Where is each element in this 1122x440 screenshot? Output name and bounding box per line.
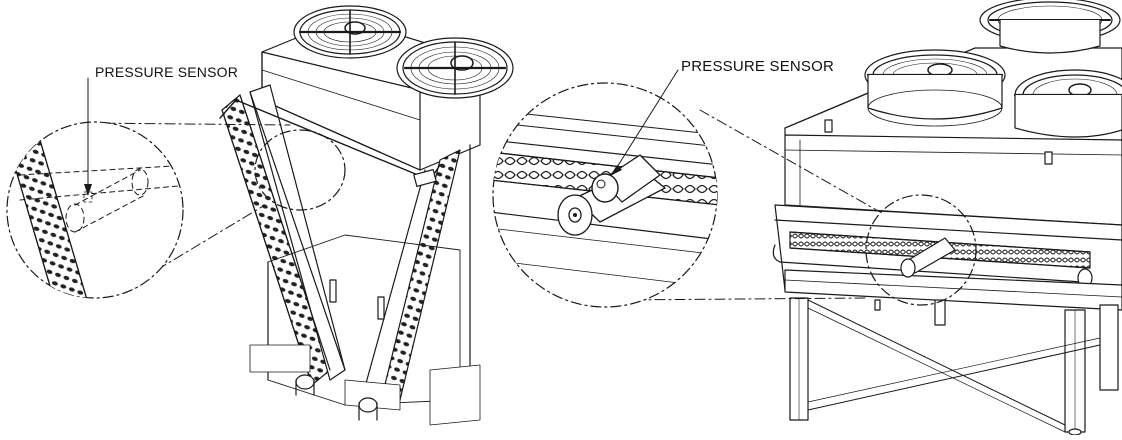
right-unit-drawing [614, 0, 1122, 436]
right-detail-marker [865, 194, 977, 306]
right-fan-2 [864, 49, 1006, 127]
left-detail-marker [254, 129, 346, 211]
left-fan-2 [396, 37, 514, 99]
left-fan-1 [293, 5, 407, 59]
right-detail-view [492, 82, 718, 308]
pressure-sensor-label-right: PRESSURE SENSOR [681, 58, 835, 75]
right-fan-3 [1013, 69, 1122, 138]
left-callout-arrow [84, 77, 92, 196]
right-fan-1 [979, 0, 1121, 54]
right-callout-arrow [610, 69, 679, 176]
left-detail-view [6, 121, 184, 299]
left-unit-drawing [84, 5, 514, 426]
pressure-sensor-label-left: PRESSURE SENSOR [95, 64, 239, 80]
